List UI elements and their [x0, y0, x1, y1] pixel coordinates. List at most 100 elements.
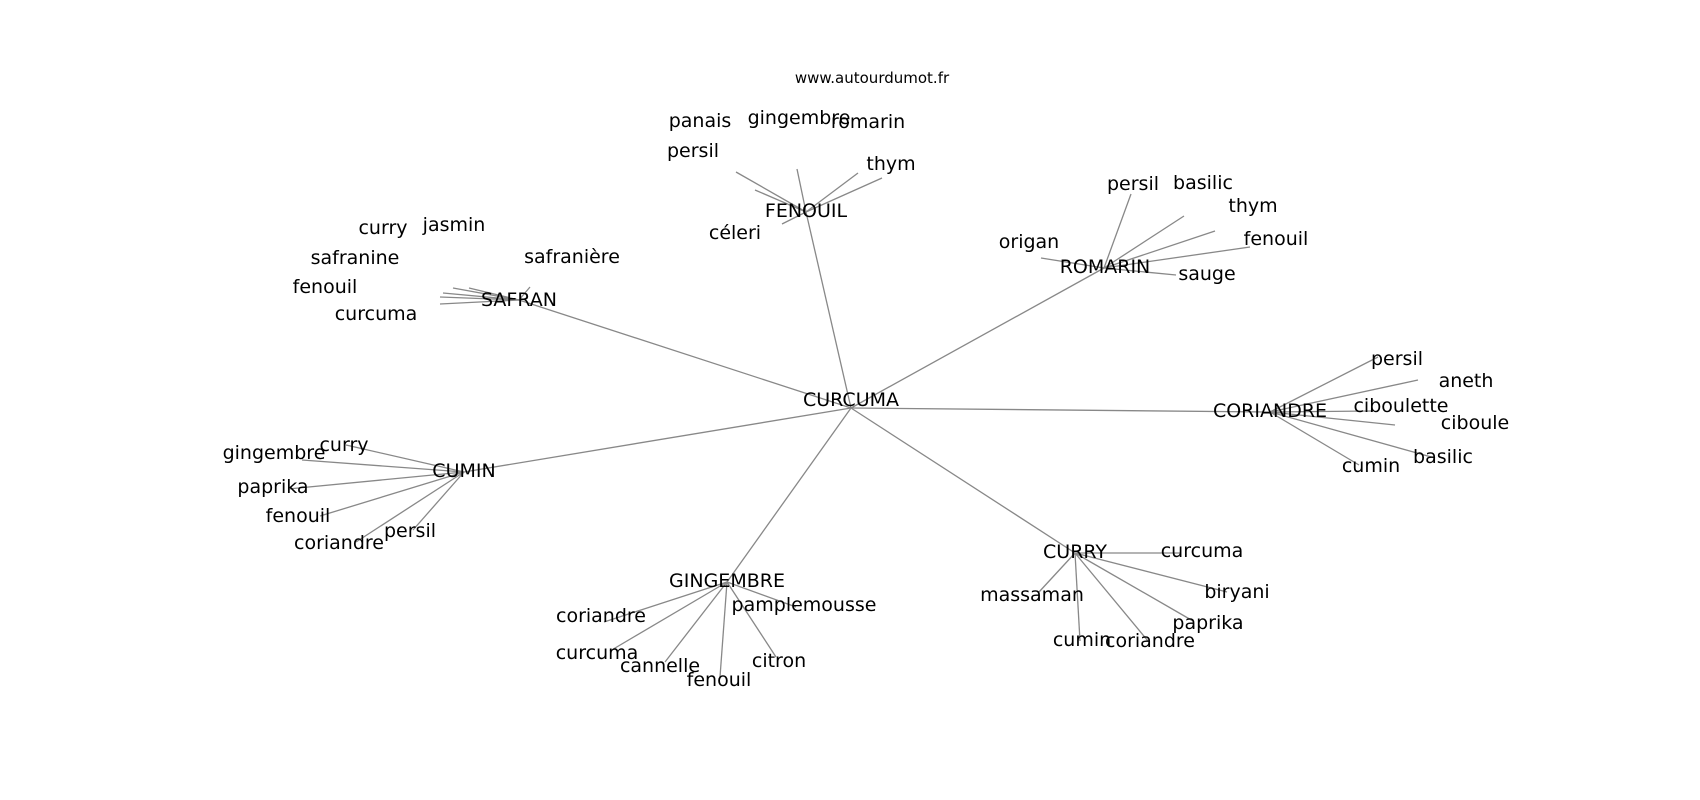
leaf-node-label: citron	[752, 650, 806, 672]
leaf-node-label: gingembre	[223, 442, 326, 464]
leaf-node-label: curcuma	[556, 642, 639, 664]
edge-gingembre-to-curcuma	[609, 581, 728, 652]
edge-safran-to-safranine	[442, 292, 520, 301]
leaf-node-label: romarin	[831, 111, 905, 133]
leaf-node-label: thym	[866, 153, 915, 175]
leaf-node-label: origan	[999, 231, 1059, 253]
hub-node-label: CUMIN	[432, 460, 495, 482]
center-node-label: CURCUMA	[803, 389, 899, 411]
leaf-node-label: panais	[669, 110, 732, 132]
edge-safran-to-fenouil	[439, 296, 520, 301]
site-label: www.autourdumot.fr	[795, 69, 950, 87]
leaf-node-label: persil	[1371, 348, 1423, 370]
leaf-node-label: paprika	[237, 476, 308, 498]
edge-fenouil-to-panais	[735, 171, 807, 213]
edge-curry-to-paprika	[1074, 552, 1194, 622]
leaf-node-label: basilic	[1173, 172, 1233, 194]
leaf-node-label: curcuma	[335, 303, 418, 325]
hub-node-label: CORIANDRE	[1213, 400, 1327, 422]
leaf-node-label: massaman	[980, 584, 1084, 606]
leaf-node-label: fenouil	[1244, 228, 1309, 250]
leaf-node-label: sauge	[1178, 263, 1235, 285]
leaf-node-label: paprika	[1172, 612, 1243, 634]
edge-cumin-to-paprika	[287, 471, 465, 490]
hub-node-label: FENOUIL	[765, 200, 848, 222]
leaf-node-label: jasmin	[422, 214, 486, 236]
edge-fenouil-to-céleri	[781, 211, 807, 225]
edge-coriandre-to-ciboulette	[1269, 410, 1374, 413]
edge-curry-to-coriandre	[1074, 552, 1149, 642]
edge-center-to-gingembre	[726, 407, 852, 583]
leaf-node-label: basilic	[1413, 446, 1473, 468]
edge-safran-to-safranière	[518, 286, 531, 301]
edge-curry-to-biryani	[1074, 552, 1228, 593]
edge-center-to-safran	[518, 299, 852, 409]
leaf-node-label: persil	[384, 520, 436, 542]
edge-coriandre-to-cumin	[1269, 411, 1360, 466]
leaf-node-label: cumin	[1342, 455, 1400, 477]
leaf-node-label: biryani	[1204, 581, 1269, 603]
leaf-node-label: thym	[1228, 195, 1277, 217]
edge-fenouil-to-romarin	[805, 172, 859, 213]
edge-center-to-cumin	[463, 407, 852, 473]
leaf-node-label: cannelle	[620, 655, 700, 677]
edge-gingembre-to-citron	[726, 581, 777, 658]
edge-coriandre-to-persil	[1269, 356, 1379, 413]
hub-node-label: ROMARIN	[1060, 256, 1151, 278]
edge-fenouil-to-gingembre	[796, 168, 807, 213]
edge-cumin-to-persil	[412, 471, 465, 531]
edge-cumin-to-gingembre	[301, 459, 465, 473]
edge-coriandre-to-ciboule	[1269, 411, 1396, 426]
edge-gingembre-to-cannelle	[664, 581, 728, 663]
leaf-node-label: fenouil	[687, 669, 752, 691]
leaf-node-label: curry	[319, 434, 368, 456]
leaf-node-label: aneth	[1439, 370, 1494, 392]
leaf-node-label: gingembre	[748, 107, 851, 129]
leaf-node-label: safranière	[524, 246, 620, 268]
leaf-node-label: coriandre	[294, 532, 384, 554]
edge-fenouil-to-thym	[805, 177, 883, 213]
edge-cumin-to-fenouil	[319, 471, 465, 517]
edge-safran-to-jasmin	[468, 287, 520, 301]
leaf-node-label: ciboule	[1441, 412, 1509, 434]
edge-cumin-to-curry	[345, 444, 465, 473]
edge-romarin-to-persil	[1103, 193, 1132, 269]
edge-curry-to-cumin	[1074, 552, 1081, 642]
leaf-node-label: ciboulette	[1353, 395, 1448, 417]
edge-center-to-curry	[850, 407, 1076, 554]
leaf-node-label: céleri	[709, 222, 761, 244]
leaf-node-label: cumin	[1053, 629, 1111, 651]
leaf-node-label: fenouil	[266, 505, 331, 527]
edge-romarin-to-origan	[1040, 257, 1105, 269]
edge-romarin-to-thym	[1103, 230, 1216, 269]
edge-gingembre-to-fenouil	[719, 581, 728, 678]
hub-node-label: GINGEMBRE	[669, 570, 785, 592]
edge-romarin-to-sauge	[1103, 267, 1177, 276]
edge-safran-to-curcuma	[439, 299, 520, 305]
leaf-node-label: persil	[667, 140, 719, 162]
edge-center-to-romarin	[850, 267, 1105, 409]
edge-cumin-to-coriandre	[355, 471, 465, 543]
edge-romarin-to-fenouil	[1103, 246, 1251, 269]
edge-gingembre-to-pamplemousse	[726, 581, 797, 608]
leaf-node-label: coriandre	[1105, 630, 1195, 652]
edge-gingembre-to-coriandre	[603, 581, 728, 623]
edge-center-to-coriandre	[850, 407, 1271, 413]
leaf-node-label: coriandre	[556, 605, 646, 627]
edge-curry-to-massaman	[1038, 552, 1076, 593]
leaf-node-label: curry	[358, 217, 407, 239]
edge-fenouil-to-persil	[754, 189, 807, 213]
hub-node-label: CURRY	[1043, 541, 1107, 563]
leaf-node-label: pamplemousse	[732, 594, 877, 616]
edge-layer	[287, 168, 1436, 678]
edge-coriandre-to-basilic	[1269, 411, 1436, 459]
leaf-node-label: fenouil	[293, 276, 358, 298]
leaf-node-label: persil	[1107, 173, 1159, 195]
edge-center-to-fenouil	[805, 211, 852, 409]
edge-romarin-to-basilic	[1103, 215, 1185, 269]
edge-coriandre-to-aneth	[1269, 379, 1419, 413]
hub-node-label: SAFRAN	[481, 289, 557, 311]
leaf-node-label: safranine	[311, 247, 400, 269]
